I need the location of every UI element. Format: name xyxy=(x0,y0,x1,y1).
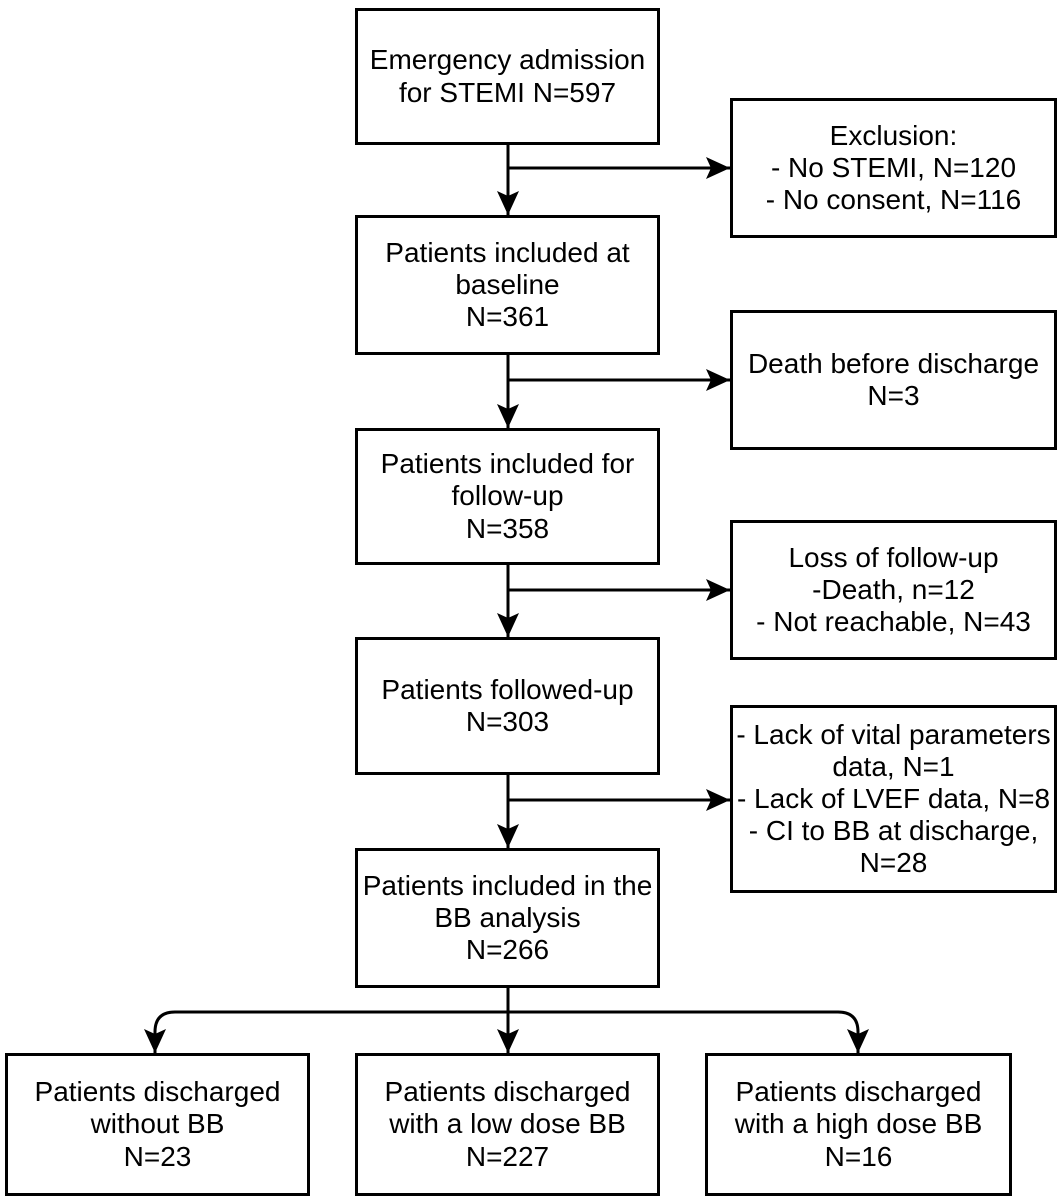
side-box-loss-of-followup: Loss of follow-up -Death, n=12 - Not rea… xyxy=(730,520,1057,660)
flow-box-emergency-admission: Emergency admission for STEMI N=597 xyxy=(355,8,660,145)
side-box-lack-of-data: - Lack of vital parameters data, N=1 - L… xyxy=(730,705,1057,893)
outcome-box-discharged-high-dose-bb: Patients discharged with a high dose BB … xyxy=(705,1053,1012,1196)
flow-box-bb-analysis: Patients included in the BB analysis N=2… xyxy=(355,848,660,988)
side-box-death-before-discharge: Death before discharge N=3 xyxy=(730,310,1057,450)
outcome-box-discharged-low-dose-bb: Patients discharged with a low dose BB N… xyxy=(355,1053,660,1196)
flow-box-included-baseline: Patients included at baseline N=361 xyxy=(355,215,660,355)
arrow-branch-right xyxy=(508,1010,869,1053)
outcome-box-discharged-without-bb: Patients discharged without BB N=23 xyxy=(5,1053,310,1196)
flow-box-included-followup: Patients included for follow-up N=358 xyxy=(355,428,660,565)
side-box-exclusion: Exclusion: - No STEMI, N=120 - No consen… xyxy=(730,98,1057,238)
flow-box-followed-up: Patients followed-up N=303 xyxy=(355,637,660,775)
arrow-branch-left xyxy=(144,1010,508,1053)
